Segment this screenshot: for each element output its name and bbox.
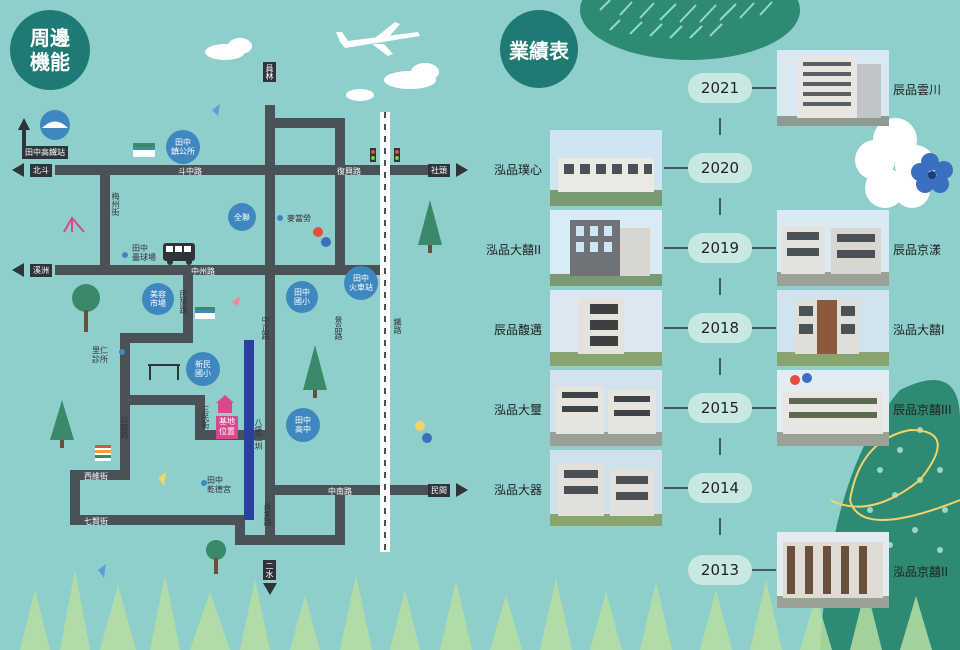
road-qiyi: 七賢街 xyxy=(84,517,108,526)
road-fuxing: 復興路 xyxy=(337,167,361,176)
project-thumb-left-0 xyxy=(550,130,662,206)
dir-station: 田中高鐵站 xyxy=(22,146,68,159)
site-house-icon xyxy=(216,395,234,413)
seven-eleven-icon xyxy=(95,445,111,461)
project-thumb-left-3 xyxy=(550,370,662,446)
dir-beidou: 北斗 xyxy=(30,164,52,177)
project-right-0: 辰品雲川 xyxy=(893,83,942,97)
road-xiwei: 西維街 xyxy=(84,472,108,481)
dir-yuanlin: 員林 xyxy=(263,62,276,82)
poi-baseball: 田中 壘球場 xyxy=(132,244,156,262)
familymart-icon xyxy=(133,143,215,319)
project-thumb-right-2 xyxy=(777,290,889,366)
traffic-lights xyxy=(370,148,400,162)
bullet-train-icon xyxy=(40,110,70,140)
poi-quanlian: 全聯 xyxy=(228,203,256,231)
project-right-2: 泓品大囍I xyxy=(893,323,945,337)
project-thumb-right-1 xyxy=(777,210,889,286)
poi-xinmin-elementary: 新民 國小 xyxy=(186,352,220,386)
road-minzu: 民族路 xyxy=(179,290,188,314)
year-2020: 2020 xyxy=(688,153,752,183)
project-left-4: 泓品大器 xyxy=(494,483,543,497)
project-thumb-right-4 xyxy=(777,532,889,608)
amenities-title-badge: 周邊 機能 xyxy=(10,10,90,90)
clouds xyxy=(205,38,439,101)
swing-icon xyxy=(148,364,180,380)
year-2015: 2015 xyxy=(688,393,752,423)
site-marker: 基地 位置 xyxy=(216,416,238,439)
year-2021: 2021 xyxy=(688,73,752,103)
dir-ershui: 二水 xyxy=(263,560,276,580)
yellow-swirl xyxy=(829,428,960,521)
road-canal: 八堡二圳 xyxy=(254,418,263,450)
road-railway: 鐵路 xyxy=(393,318,402,334)
canal xyxy=(244,340,254,520)
project-left-1: 泓品大囍II xyxy=(486,243,542,257)
road-jingpin: 景品路 xyxy=(334,316,343,340)
project-right-4: 泓品京囍II xyxy=(893,565,949,579)
project-thumb-left-4 xyxy=(550,450,662,526)
portfolio-title-badge: 業績表 xyxy=(500,10,578,88)
road-zhongnan: 中南路 xyxy=(328,487,352,496)
project-right-1: 辰品京漾 xyxy=(893,243,942,257)
project-left-0: 泓品璞心 xyxy=(494,163,543,177)
dir-shetou: 社頭 xyxy=(428,164,450,177)
project-right-3: 辰品京囍III xyxy=(893,403,952,417)
slide-icon xyxy=(63,216,85,233)
blob-hatching xyxy=(599,0,773,39)
decor-balloons xyxy=(313,227,432,443)
poi-maidanglao: 麥當勞 xyxy=(287,214,311,223)
poi-train-station: 田中 火車站 xyxy=(344,266,378,300)
poi-market: 美容 市場 xyxy=(142,283,174,315)
map-trees xyxy=(50,200,442,574)
dir-minjian: 民間 xyxy=(428,484,450,497)
road-zhongzheng: 中正路 xyxy=(261,316,270,340)
road-gonguan: 公館路 xyxy=(120,415,129,439)
timeline-lines xyxy=(664,87,776,571)
poi-clinic: 里仁 診所 xyxy=(92,346,108,364)
road-meizhou: 梅州街 xyxy=(111,192,120,216)
year-2019: 2019 xyxy=(688,233,752,263)
road-yuanjin: 員集路 xyxy=(263,502,272,526)
year-2014: 2014 xyxy=(688,473,752,503)
poi-town-office: 田中 鎮公所 xyxy=(166,130,200,164)
dir-xizhou: 溪洲 xyxy=(30,264,52,277)
year-2013: 2013 xyxy=(688,555,752,585)
birds-icon xyxy=(232,296,240,306)
direction-arrows xyxy=(12,118,468,595)
map-roads xyxy=(12,104,468,595)
top-blob xyxy=(580,0,800,60)
road-sanmin: 三民街 xyxy=(201,405,210,429)
road-zhongzhou: 中州路 xyxy=(191,267,215,276)
year-2018: 2018 xyxy=(688,313,752,343)
road-douzhong: 斗中路 xyxy=(178,167,202,176)
project-left-2: 辰品馥邁 xyxy=(494,323,543,337)
project-thumb-right-0 xyxy=(777,50,889,126)
project-thumb-left-1 xyxy=(550,210,662,286)
blue-flower xyxy=(911,153,953,193)
white-flower xyxy=(855,118,935,208)
poi-tianzhong-elementary: 田中 國小 xyxy=(286,281,318,313)
poi-temple: 田中 乾德宮 xyxy=(207,476,231,494)
poi-tianzhong-high: 田中 高中 xyxy=(286,408,320,442)
bus-icon xyxy=(163,243,195,265)
project-left-3: 泓品大璽 xyxy=(494,403,543,417)
bottom-forest xyxy=(20,570,932,650)
airplane-icon xyxy=(336,22,420,56)
project-thumb-left-2 xyxy=(550,290,662,366)
project-thumb-right-3 xyxy=(777,370,889,446)
